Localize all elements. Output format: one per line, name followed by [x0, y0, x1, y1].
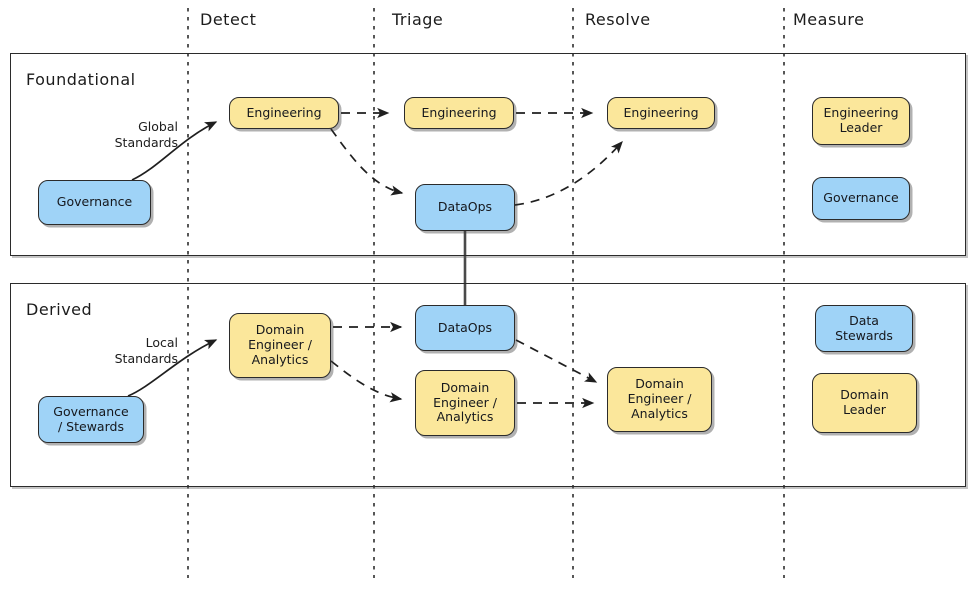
node-foundational-triage-dataops[interactable]: DataOps [415, 184, 515, 231]
column-header-triage: Triage [392, 10, 444, 29]
node-derived-measure-data-stewards[interactable]: Data Stewards [815, 305, 913, 352]
node-derived-detect-domain-engineer[interactable]: Domain Engineer / Analytics [229, 313, 331, 378]
node-foundational-triage-engineering[interactable]: Engineering [404, 97, 514, 129]
edge-label-local-standards: Local Standards [114, 335, 178, 366]
node-foundational-measure-engineering-leader[interactable]: Engineering Leader [812, 97, 910, 145]
edge-label-global-standards: Global Standards [114, 119, 178, 150]
swimlane-derived [10, 283, 966, 487]
node-foundational-governance[interactable]: Governance [38, 180, 151, 225]
node-derived-measure-domain-leader[interactable]: Domain Leader [812, 373, 917, 433]
column-header-measure: Measure [793, 10, 865, 29]
node-foundational-measure-governance[interactable]: Governance [812, 177, 910, 220]
node-foundational-detect-engineering[interactable]: Engineering [229, 97, 339, 129]
swimlane-foundational-title: Foundational [26, 70, 136, 89]
node-derived-triage-dataops[interactable]: DataOps [415, 305, 515, 351]
node-derived-triage-domain-engineer[interactable]: Domain Engineer / Analytics [415, 370, 515, 436]
swimlane-derived-title: Derived [26, 300, 93, 319]
column-header-detect: Detect [200, 10, 257, 29]
node-derived-resolve-domain-engineer[interactable]: Domain Engineer / Analytics [607, 367, 712, 432]
node-foundational-resolve-engineering[interactable]: Engineering [607, 97, 715, 129]
swimlane-foundational [10, 53, 966, 256]
column-header-resolve: Resolve [585, 10, 651, 29]
node-derived-governance-stewards[interactable]: Governance / Stewards [38, 396, 144, 443]
